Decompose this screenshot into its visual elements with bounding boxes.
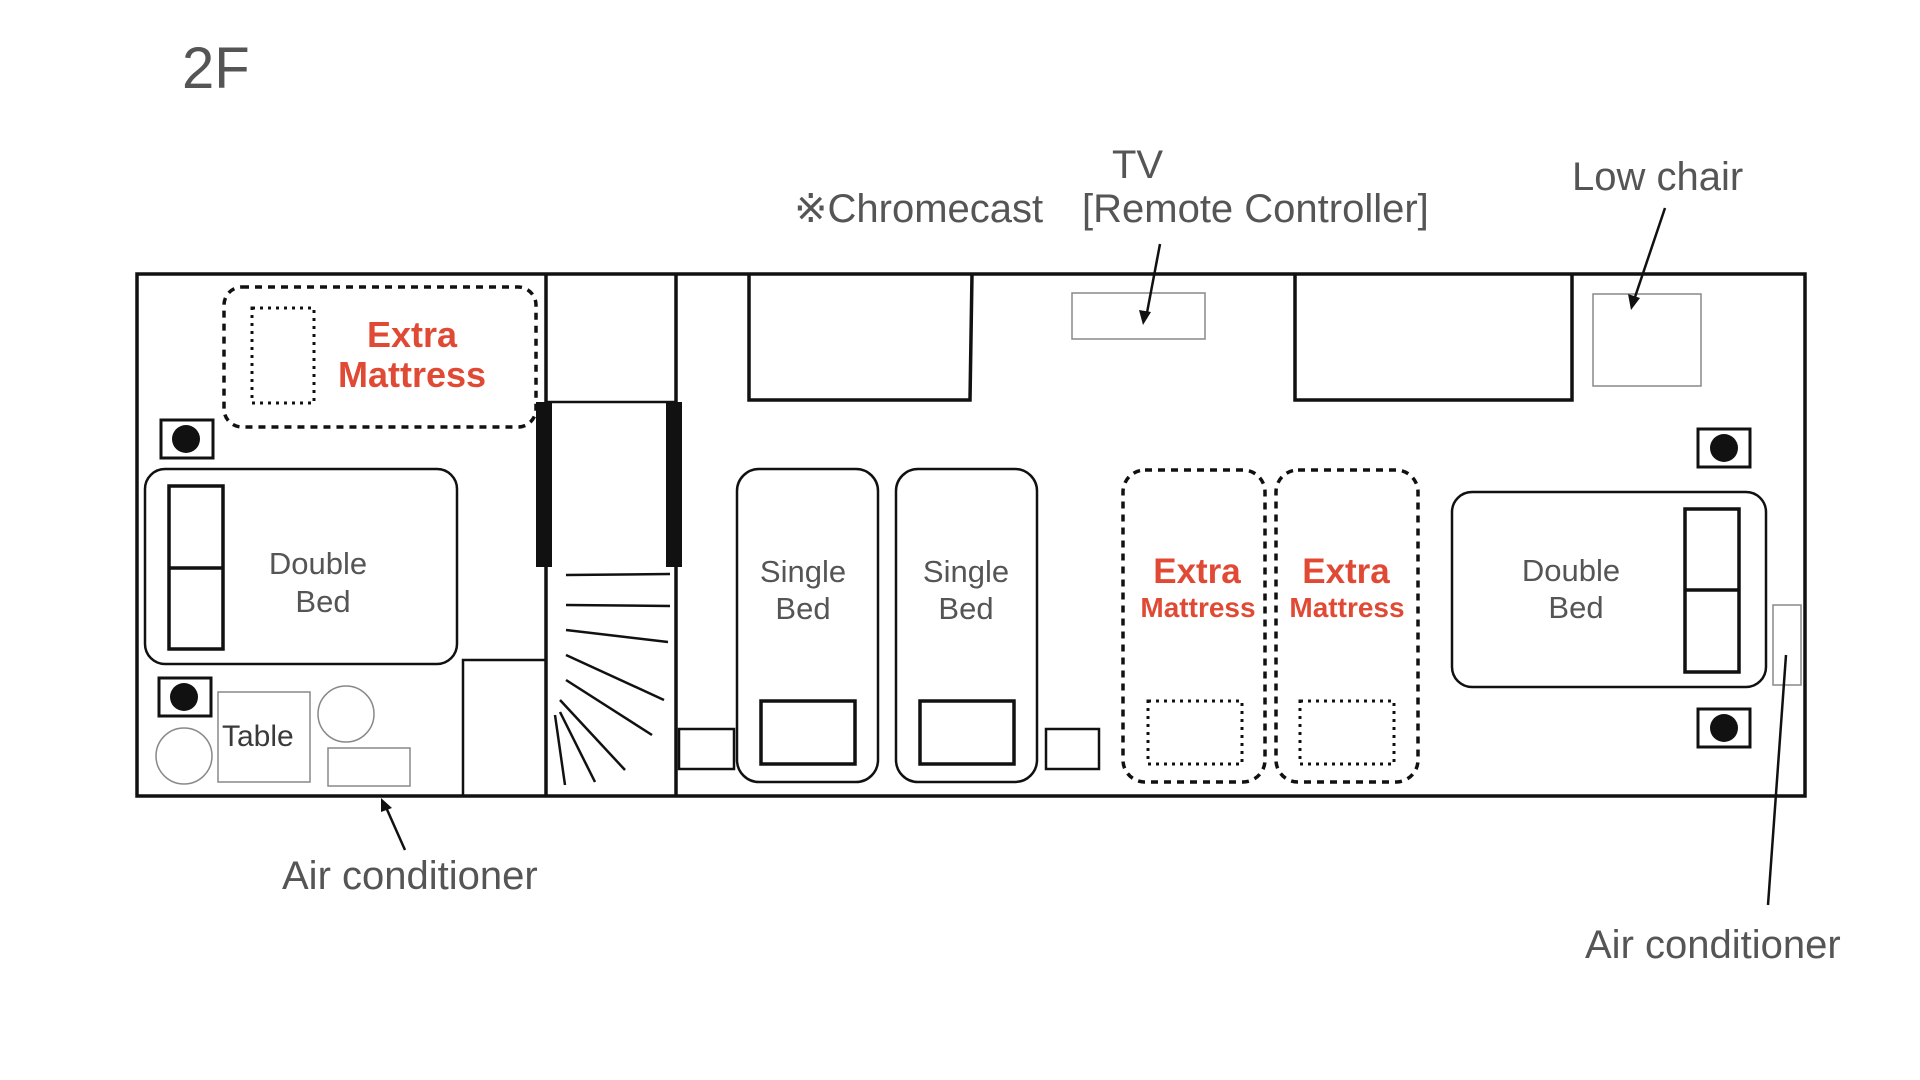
double-bed-left-label-line1: Double	[269, 546, 367, 581]
extra-mattress-middle-2-line1: Extra	[1302, 552, 1390, 591]
air-conditioner-left-label: Air conditioner	[282, 854, 538, 898]
extra-mattress-pillow-top-left	[250, 306, 316, 405]
air-conditioner-right-label: Air conditioner	[1585, 923, 1841, 967]
air-conditioner-right-pointer	[1766, 654, 1788, 906]
low-chair-arrowhead	[1628, 294, 1640, 310]
single-bed-1-label-line1: Single	[760, 554, 846, 589]
double-bed-right-label-line2: Bed	[1548, 590, 1603, 625]
extra-mattress-middle-2-line2: Mattress	[1289, 592, 1404, 623]
tv	[1071, 292, 1206, 340]
single-bed-2-pillow	[918, 699, 1016, 766]
extra-mattress-middle-1-line1: Extra	[1153, 552, 1241, 591]
desk-top-right	[1293, 274, 1574, 402]
chromecast-label: ※Chromecast	[794, 187, 1043, 231]
air-conditioner-left-arrowhead	[381, 798, 392, 812]
stair-rail-left	[536, 402, 552, 567]
lamp-right-upper	[1696, 427, 1752, 469]
extra-mattress-top-left-line1: Extra	[367, 314, 458, 355]
extra-mattress-top-left	[222, 285, 538, 429]
extra-mattress-middle-1-pillow	[1146, 699, 1244, 766]
single-bed-2-label-line1: Single	[923, 554, 1009, 589]
single-bed-2	[894, 467, 1039, 784]
extra-mattress-middle-2-pillow	[1298, 699, 1396, 766]
double-bed-right	[1450, 490, 1768, 689]
double-bed-left	[143, 467, 459, 666]
air-conditioner-left-pointer	[383, 804, 407, 851]
floor-title: 2F	[182, 36, 250, 101]
stool-left	[155, 727, 213, 785]
extra-mattress-middle-1	[1121, 468, 1267, 784]
air-conditioner-unit-right	[1772, 604, 1802, 686]
double-bed-left-label-line2: Bed	[295, 584, 350, 619]
extra-mattress-top-left-line2: Mattress	[338, 354, 486, 395]
table	[217, 691, 311, 783]
lamp-left-upper	[159, 418, 215, 460]
bedside-table-right	[1044, 727, 1101, 771]
bedside-table-left	[677, 727, 736, 771]
low-chair	[1592, 293, 1702, 387]
stair-rail-right	[666, 402, 682, 567]
desk-top-left	[747, 273, 974, 402]
table-label: Table	[222, 720, 294, 753]
extra-mattress-middle-2	[1274, 468, 1420, 784]
tv-label: TV	[1112, 143, 1163, 187]
remote-controller-label: [Remote Controller]	[1082, 187, 1429, 231]
closet-left	[461, 658, 546, 796]
staircase-steps	[553, 572, 671, 786]
single-bed-1-label-line2: Bed	[775, 591, 830, 626]
tv-arrowhead	[1139, 310, 1151, 325]
single-bed-1	[735, 467, 880, 784]
extra-mattress-middle-1-line2: Mattress	[1140, 592, 1255, 623]
low-chair-label: Low chair	[1572, 155, 1743, 199]
stool-right	[317, 685, 375, 743]
single-bed-1-pillow	[759, 699, 857, 766]
low-chair-pointer	[1632, 207, 1667, 301]
double-bed-right-label-line1: Double	[1522, 553, 1620, 588]
tv-pointer	[1144, 243, 1162, 319]
lamp-left-lower	[157, 676, 213, 718]
lamp-right-lower	[1696, 707, 1752, 749]
air-conditioner-unit-left	[327, 747, 411, 787]
single-bed-2-label-line2: Bed	[938, 591, 993, 626]
